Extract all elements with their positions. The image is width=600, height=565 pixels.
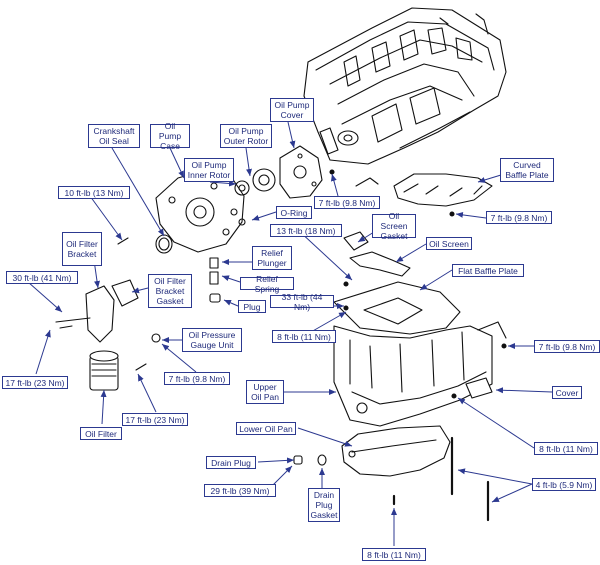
label-torque-4: 4 ft-lb (5.9 Nm) [532, 478, 596, 491]
label-flat-baffle-plate: Flat Baffle Plate [452, 264, 524, 277]
oil-pump-drawing [155, 145, 323, 254]
label-torque-29: 29 ft-lb (39 Nm) [204, 484, 276, 497]
label-relief-spring: Relief Spring [240, 274, 294, 294]
label-oil-filter-bracket: Oil Filter Bracket [62, 232, 102, 266]
label-drain-plug-gasket: Drain Plug Gasket [308, 488, 340, 522]
label-torque-8-upper: 8 ft-lb (11 Nm) [272, 330, 336, 343]
label-torque-10: 10 ft-lb (13 Nm) [58, 186, 130, 199]
label-torque-8-right: 8 ft-lb (11 Nm) [534, 442, 598, 455]
label-lower-oil-pan: Lower Oil Pan [236, 422, 296, 435]
label-oil-pressure-gauge-unit: Oil Pressure Gauge Unit [182, 328, 242, 352]
label-crankshaft-oil-seal: Crankshaft Oil Seal [88, 124, 140, 148]
label-drain-plug: Drain Plug [206, 456, 256, 469]
oil-filter-bracket-drawing [85, 285, 115, 343]
label-torque-17-left: 17 ft-lb (23 Nm) [2, 376, 68, 389]
label-torque-8-bottom: 8 ft-lb (11 Nm) [362, 548, 426, 561]
label-torque-7-gauge: 7 ft-lb (9.8 Nm) [164, 372, 230, 385]
label-oil-screen: Oil Screen [426, 237, 472, 250]
oil-filter-drawing [89, 350, 119, 391]
lower-oil-pan-drawing [341, 425, 451, 477]
label-oil-filter: Oil Filter [80, 427, 122, 440]
label-o-ring: O-Ring [276, 206, 312, 219]
label-torque-7-side: 7 ft-lb (9.8 Nm) [534, 340, 600, 353]
label-torque-7-baffle: 7 ft-lb (9.8 Nm) [486, 211, 552, 224]
cover-plate-drawing [465, 377, 493, 399]
curved-baffle-plate-drawing [393, 173, 493, 207]
label-upper-oil-pan: Upper Oil Pan [246, 380, 284, 404]
upper-oil-pan-drawing [333, 281, 507, 427]
label-plug: Plug [238, 300, 266, 313]
label-oil-pump-outer-rotor: Oil Pump Outer Rotor [220, 124, 272, 148]
label-torque-13: 13 ft-lb (18 Nm) [270, 224, 342, 237]
label-oil-pump-cover: Oil Pump Cover [270, 98, 314, 122]
label-torque-30: 30 ft-lb (41 Nm) [6, 271, 78, 284]
engine-block-drawing [303, 7, 507, 165]
label-torque-33: 33 ft-lb (44 Nm) [270, 292, 334, 312]
label-cover: Cover [552, 386, 582, 399]
label-oil-screen-gasket: Oil Screen Gasket [372, 211, 416, 241]
label-oil-pump-case: Oil Pump Case [150, 121, 190, 151]
label-curved-baffle-plate: Curved Baffle Plate [500, 158, 554, 182]
label-torque-7-cover: 7 ft-lb (9.8 Nm) [314, 196, 380, 209]
label-oil-filter-bracket-gasket: Oil Filter Bracket Gasket [148, 274, 192, 308]
label-oil-pump-inner-rotor: Oil Pump Inner Rotor [184, 158, 234, 182]
label-relief-plunger: Relief Plunger [252, 246, 292, 270]
label-torque-17-bottom: 17 ft-lb (23 Nm) [122, 413, 188, 426]
